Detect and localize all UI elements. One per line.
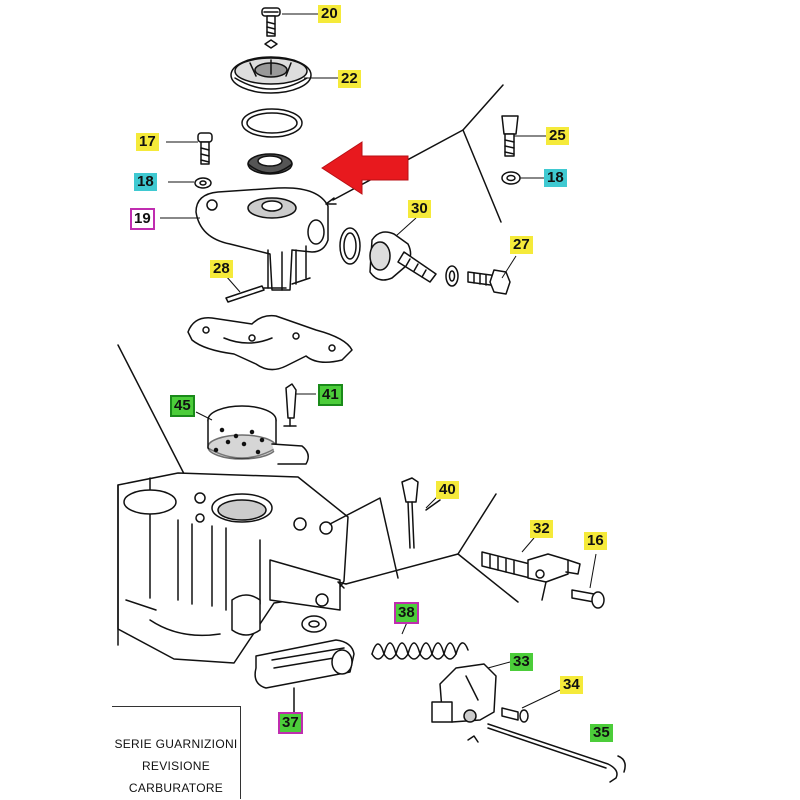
part-28-pin (225, 285, 265, 303)
callout-18-left: 18 (134, 173, 157, 191)
callout-33: 33 (510, 653, 533, 671)
callout-40: 40 (436, 481, 459, 499)
gasket-ring (241, 108, 303, 138)
callout-27: 27 (510, 236, 533, 254)
small-seal (301, 615, 327, 633)
callout-30: 30 (408, 200, 431, 218)
callout-18-right: 18 (544, 169, 567, 187)
part-25-screw (501, 115, 519, 157)
callout-32: 32 (530, 520, 553, 538)
callout-leaders (160, 13, 597, 709)
part-45-float (207, 405, 309, 465)
legend-line-1: SERIE GUARNIZIONI (114, 737, 238, 751)
part-18-washer (194, 177, 212, 189)
callout-38: 38 (394, 602, 419, 624)
part-32-shaft (481, 551, 581, 601)
part-37-cover-plate (254, 639, 355, 713)
callout-35: 35 (590, 724, 613, 742)
callout-45: 45 (170, 395, 195, 417)
callout-17: 17 (136, 133, 159, 151)
part-27-bolt (445, 265, 511, 295)
part-40-screw (401, 477, 441, 549)
callout-16: 16 (584, 532, 607, 550)
callout-25: 25 (546, 127, 569, 145)
part-19-top-body (195, 187, 329, 291)
part-17-screw (197, 132, 213, 165)
part-30-fitting (339, 227, 437, 283)
filter-cone (247, 153, 293, 175)
flange-gasket (187, 314, 353, 371)
part-16-screw (571, 589, 605, 609)
part-33-lever (431, 663, 497, 743)
part-18-washer-right (501, 171, 521, 185)
legend-line-2: REVISIONE (141, 759, 211, 773)
callout-37: 37 (278, 712, 303, 734)
part-38-spring (371, 642, 469, 660)
part-34-screw (501, 707, 529, 723)
legend-line-3: CARBURATORE (128, 781, 224, 795)
part-41-needle (283, 383, 297, 427)
part-35-rod (487, 723, 626, 783)
callout-20: 20 (318, 5, 341, 23)
callout-34: 34 (560, 676, 583, 694)
part-20-screw (261, 7, 281, 49)
legend-box: SERIE GUARNIZIONI REVISIONE CARBURATORE (112, 706, 241, 799)
callout-19: 19 (130, 208, 155, 230)
callout-22: 22 (338, 70, 361, 88)
leader-bracket-lower (329, 493, 519, 603)
arrow-shape (321, 141, 409, 195)
part-22-cover (230, 56, 312, 94)
main-carburetor-body (117, 472, 349, 664)
red-arrow-icon (321, 141, 409, 195)
callout-41: 41 (318, 384, 343, 406)
callout-28: 28 (210, 260, 233, 278)
